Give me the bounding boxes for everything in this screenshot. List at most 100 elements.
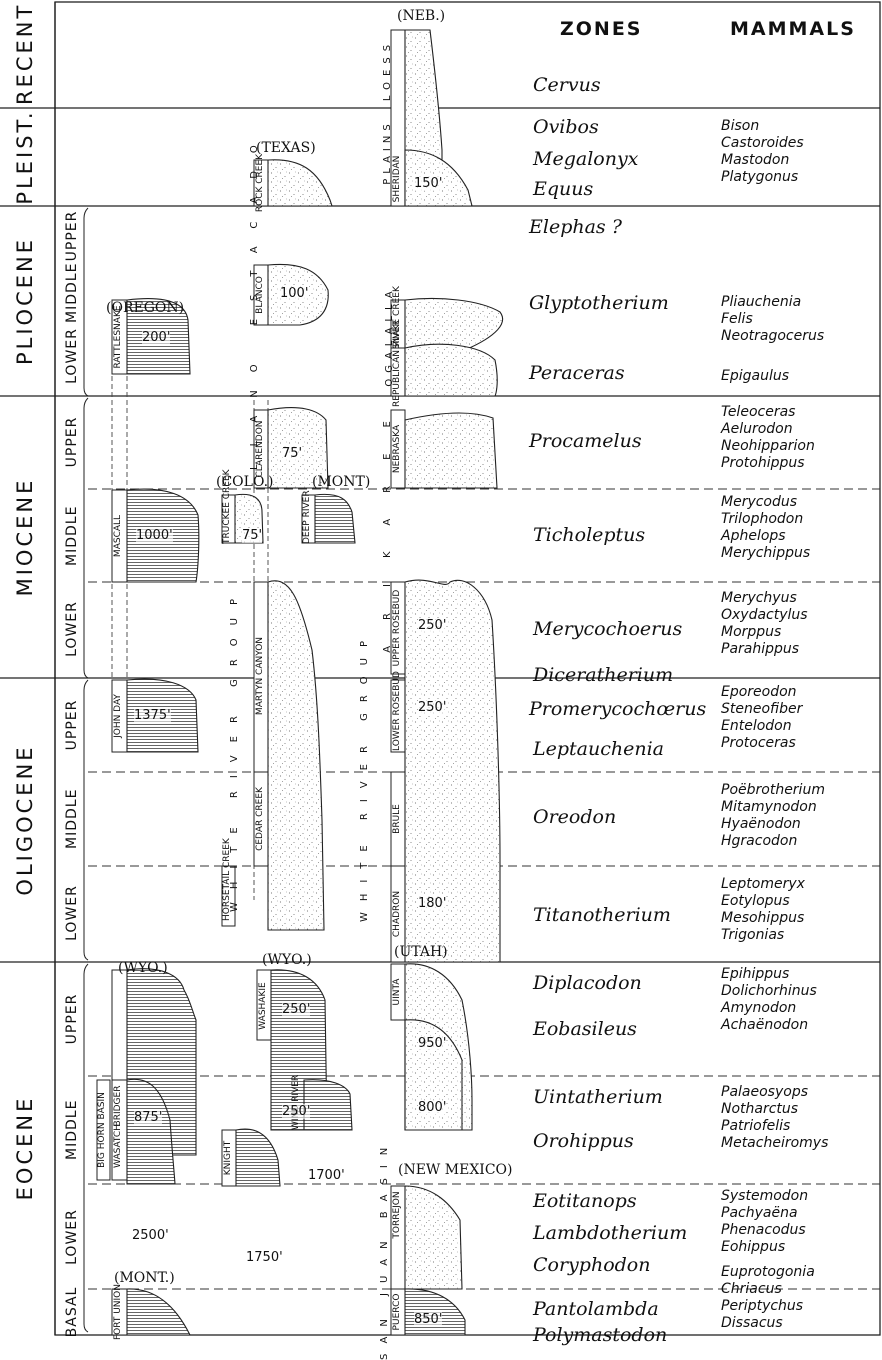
mammal-name: Chriacus: [721, 1281, 815, 1298]
mammals-pliocene-middle: Pliauchenia Felis Neotragocerus: [721, 294, 824, 345]
zone-polymastodon: Polymastodon: [533, 1324, 667, 1346]
zone-coryphodon: Coryphodon: [533, 1254, 650, 1276]
formation-uinta: UINTA: [392, 967, 404, 1017]
mammals-eocene-basal: Euprotogonia Chriacus Periptychus Dissac…: [721, 1264, 815, 1332]
mammal-name: Oxydactylus: [721, 607, 808, 624]
epoch-pliocene: PLIOCENE: [12, 221, 38, 381]
zone-promerycochoerus: Promerycochœrus: [529, 698, 706, 720]
mammal-name: Phenacodus: [721, 1222, 808, 1239]
formation-horsetail-creek: HORSETAIL CREEK: [222, 871, 234, 921]
zone-leptauchenia: Leptauchenia: [533, 738, 664, 760]
mammal-name: Metacheiromys: [721, 1135, 828, 1152]
formation-rattlesnake: RATTLESNAKE: [113, 302, 125, 372]
mammal-name: Periptychus: [721, 1298, 815, 1315]
mammals-pleistocene: Bison Castoroides Mastodon Platygonus: [721, 118, 804, 186]
zone-equus: Equus: [533, 178, 593, 200]
correlation-lines: [112, 320, 268, 900]
formation-brule: BRULE: [392, 789, 404, 849]
region-new-mexico: (NEW MEXICO): [398, 1162, 512, 1178]
mammal-name: Felis: [721, 311, 824, 328]
mammal-name: Poëbrotherium: [721, 782, 825, 799]
mammal-name: Mesohippus: [721, 910, 805, 927]
mammals-miocene-lower: Merychyus Oxydactylus Morppus Parahippus: [721, 590, 808, 658]
mammal-name: Steneofiber: [721, 701, 802, 718]
miocene-upper: UPPER: [63, 412, 81, 472]
pliocene-lower: LOWER: [63, 326, 81, 386]
formation-washakie: WASHAKIE: [258, 971, 270, 1041]
pliocene-middle: MIDDLE: [63, 263, 81, 323]
thickness-clarendon: 75': [282, 446, 302, 461]
formation-big-horn-basin: BIG HORN BASIN: [97, 1090, 109, 1170]
formation-mascall: MASCALL: [113, 501, 125, 571]
mammal-name: Achaënodon: [721, 1017, 817, 1034]
formation-blanco: BLANCO: [255, 265, 267, 325]
mammal-name: Aphelops: [721, 528, 810, 545]
formation-knight: KNIGHT: [223, 1128, 235, 1188]
oligocene-middle: MIDDLE: [63, 789, 81, 849]
formation-sheridan: SHERIDAN: [392, 144, 404, 214]
thickness-lower-rosebud: 250': [418, 700, 446, 715]
mammal-name: Merychyus: [721, 590, 808, 607]
mammal-name: Dissacus: [721, 1315, 815, 1332]
mammals-eocene-lower: Systemodon Pachyaëna Phenacodus Eohippus: [721, 1188, 808, 1256]
eocene-middle: MIDDLE: [63, 1100, 81, 1160]
zone-ticholeptus: Ticholeptus: [533, 524, 645, 546]
miocene-middle: MIDDLE: [63, 506, 81, 566]
zone-diplacodon: Diplacodon: [533, 972, 642, 994]
formation-upper-rosebud: UPPER ROSEBUD: [392, 578, 404, 678]
oligocene-lower: LOWER: [63, 883, 81, 943]
thickness-uinta: 950': [418, 1036, 446, 1051]
eocene-upper: UPPER: [63, 989, 81, 1049]
epoch-oligocene: OLIGOCENE: [12, 710, 38, 930]
mammal-name: Eotylopus: [721, 893, 805, 910]
region-wyo-2: (WYO.): [262, 952, 312, 968]
mammals-header: MAMMALS: [730, 18, 856, 40]
zone-cervus: Cervus: [533, 74, 601, 96]
mammals-oligocene-lower: Leptomeryx Eotylopus Mesohippus Trigonia…: [721, 876, 805, 944]
mammal-name: Aelurodon: [721, 421, 815, 438]
mammal-name: Amynodon: [721, 1000, 817, 1017]
zone-elephas: Elephas ?: [529, 216, 622, 238]
mammal-name: Castoroides: [721, 135, 804, 152]
thickness-knight: 1750': [246, 1250, 283, 1265]
miocene-lower: LOWER: [63, 599, 81, 659]
formation-cedar-creek: CEDAR CREEK: [255, 774, 267, 864]
thickness-uinta-middle: 800': [418, 1100, 446, 1115]
epoch-eocene: EOCENE: [12, 1068, 38, 1228]
mammal-name: Protohippus: [721, 455, 815, 472]
zone-diceratherium: Diceratherium: [533, 664, 673, 686]
thickness-sheridan: 150': [414, 176, 442, 191]
mammals-pliocene-lower: Epigaulus: [721, 368, 789, 385]
formation-truckee-creek: TRUCKEE CREEK: [222, 494, 234, 544]
zone-merycochoerus: Merycochoerus: [533, 618, 682, 640]
zones-header: ZONES: [560, 18, 643, 40]
eocene-basal: BASAL: [63, 1282, 81, 1342]
mammal-name: Patriofelis: [721, 1118, 828, 1135]
thickness-rattlesnake: 200': [142, 330, 170, 345]
formation-torrejon: TORREJON: [392, 1190, 404, 1240]
subdivision-braces: [84, 208, 88, 1332]
formation-rock-creek: ROCK CREEK: [255, 153, 267, 213]
mammals-miocene-upper: Teleoceras Aelurodon Neohipparion Protoh…: [721, 404, 815, 472]
group-san-juan-basin: SAN JUAN BASIN: [379, 1160, 391, 1360]
mammal-name: Euprotogonia: [721, 1264, 815, 1281]
zone-orohippus: Orohippus: [533, 1130, 634, 1152]
mammal-name: Hgracodon: [721, 833, 825, 850]
mammal-name: Bison: [721, 118, 804, 135]
mammals-eocene-upper: Epihippus Dolichorhinus Amynodon Achaëno…: [721, 966, 817, 1034]
mammal-name: Pachyaëna: [721, 1205, 808, 1222]
eocene-lower: LOWER: [63, 1207, 81, 1267]
mammals-miocene-middle: Merycodus Trilophodon Aphelops Merychipp…: [721, 494, 810, 562]
oligocene-upper: UPPER: [63, 695, 81, 755]
thickness-wind-river: 1700': [308, 1168, 345, 1183]
epoch-miocene: MIOCENE: [12, 457, 38, 617]
mammal-name: Epihippus: [721, 966, 817, 983]
pliocene-upper: UPPER: [63, 206, 81, 266]
zone-peraceras: Peraceras: [529, 362, 625, 384]
region-neb: (NEB.): [397, 8, 445, 24]
mammal-name: Eporeodon: [721, 684, 802, 701]
mammal-name: Mastodon: [721, 152, 804, 169]
mammal-name: Protoceras: [721, 735, 802, 752]
formation-wasatch: WASATCH: [113, 1111, 125, 1181]
zone-oreodon: Oreodon: [533, 806, 616, 828]
